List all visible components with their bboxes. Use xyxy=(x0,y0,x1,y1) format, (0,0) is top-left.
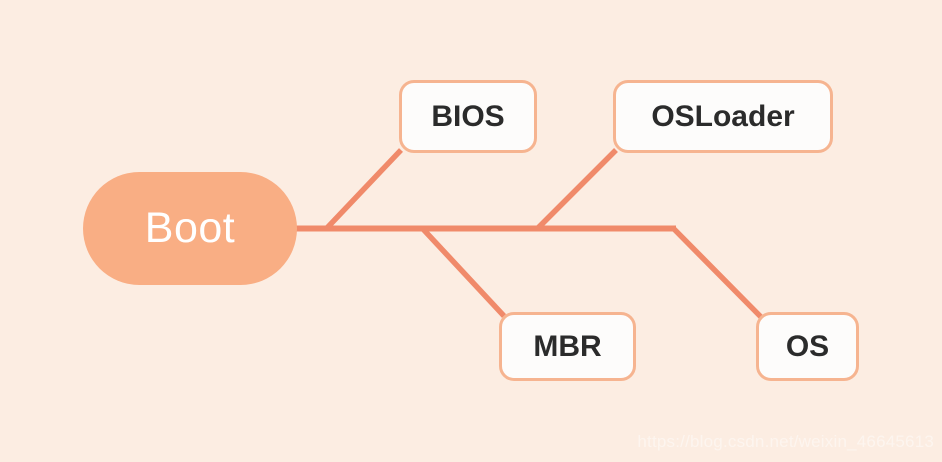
branch-line-os xyxy=(672,227,763,319)
branch-line-mbr xyxy=(420,227,507,318)
node-bios[interactable]: BIOS xyxy=(399,80,537,153)
node-os-label: OS xyxy=(785,329,830,363)
node-mbr-label: MBR xyxy=(533,329,602,363)
node-os[interactable]: OS xyxy=(756,312,859,381)
node-bios-label: BIOS xyxy=(431,99,505,133)
branch-line-osloader xyxy=(535,148,618,231)
node-osloader[interactable]: OSLoader xyxy=(613,80,833,153)
node-mbr[interactable]: MBR xyxy=(499,312,636,381)
watermark-text: https://blog.csdn.net/weixin_46645613 xyxy=(637,432,934,451)
root-node-label: Boot xyxy=(144,204,236,252)
root-node-boot[interactable]: Boot xyxy=(83,172,297,285)
node-osloader-label: OSLoader xyxy=(651,99,795,133)
branch-line-bios xyxy=(324,148,403,231)
